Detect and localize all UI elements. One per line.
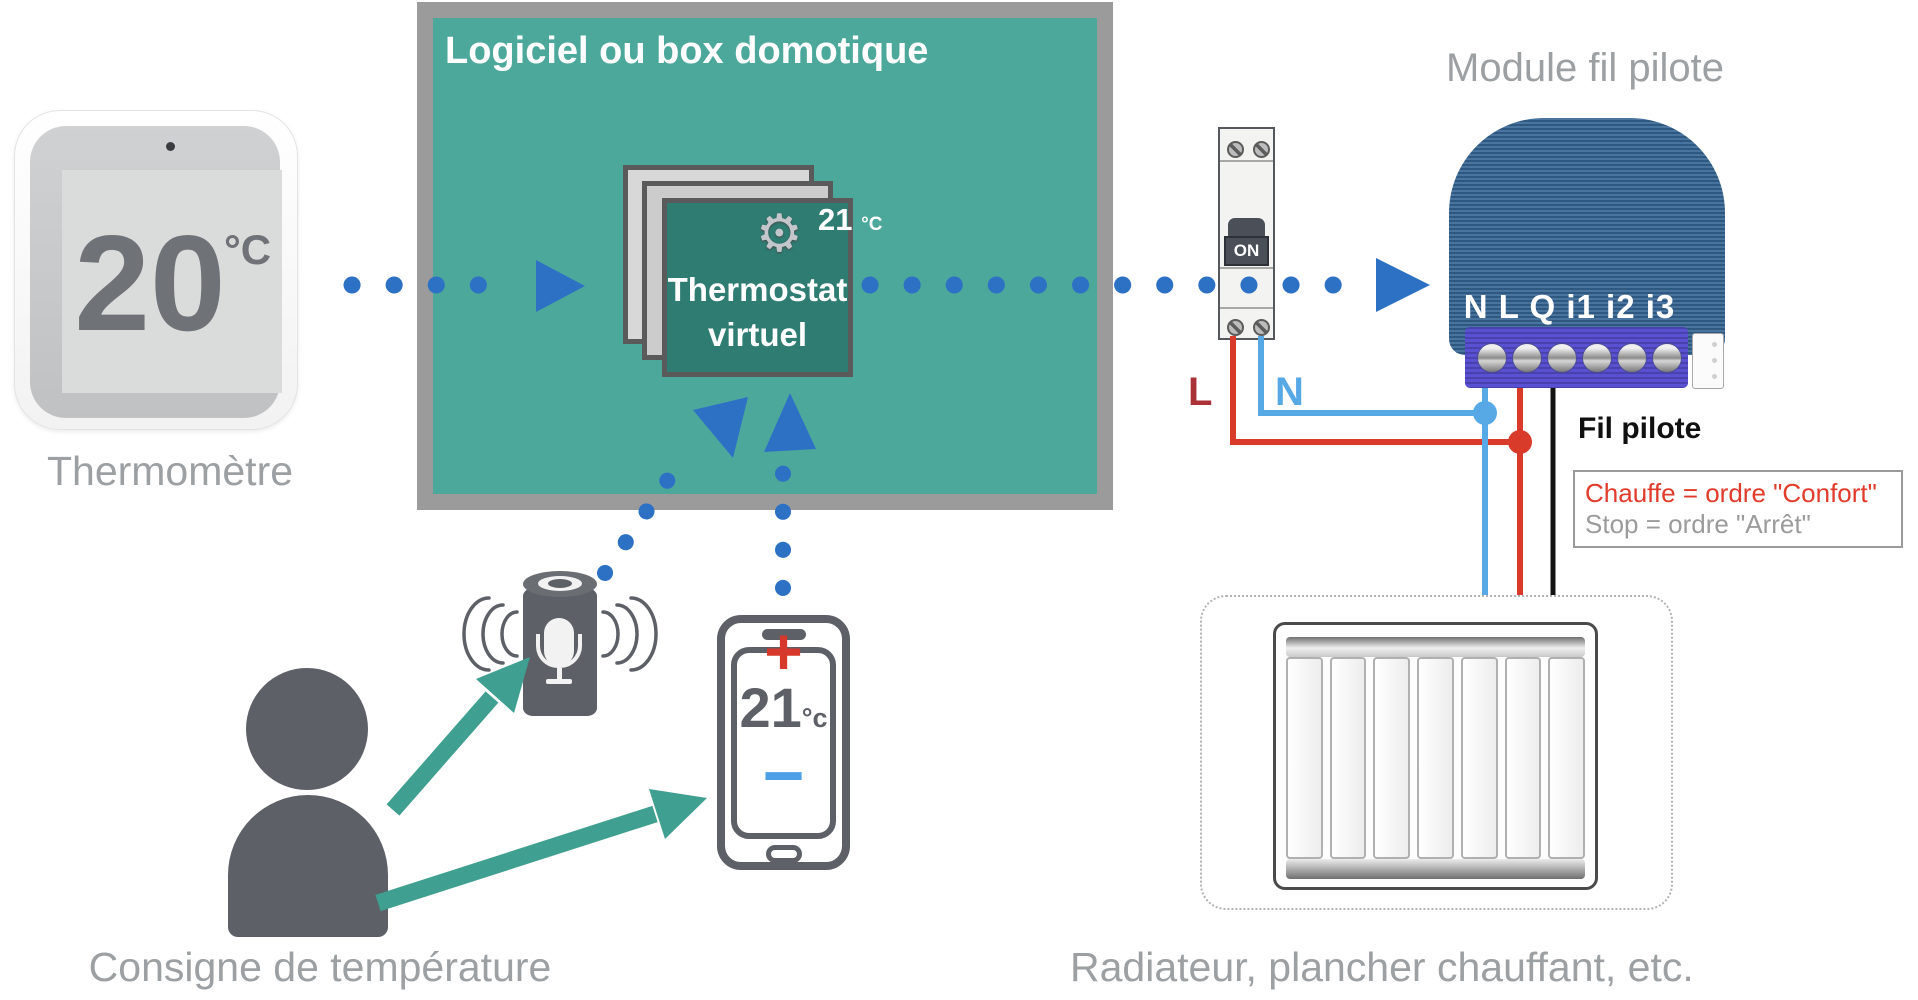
terminal-screw <box>1477 343 1507 373</box>
smartphone-icon: + 21°c − <box>717 614 850 870</box>
thermostat-card <box>662 198 853 377</box>
pilot-wire-label: Fil pilote <box>1578 412 1702 445</box>
note-heat-order: Chauffe = ordre "Confort" <box>1585 478 1877 508</box>
phone-setpoint: 21°c <box>725 675 842 740</box>
terminal-i3: i3 <box>1645 288 1676 325</box>
thermometer-temperature: 20 <box>74 207 226 359</box>
phone-setpoint-unit: °c <box>801 703 828 733</box>
breaker-divider <box>1220 267 1273 269</box>
live-junction-dot <box>1508 430 1532 454</box>
thermostat-setpoint: 21 °C <box>818 202 882 238</box>
radiator-fin <box>1417 657 1454 859</box>
arrow-person-to-speaker <box>386 691 499 816</box>
radiator-fin <box>1548 657 1586 859</box>
terminal-screw <box>1512 343 1542 373</box>
increase-temp-button[interactable]: + <box>764 614 803 688</box>
arrow-person-to-phone <box>375 805 658 912</box>
thermometer-screen <box>62 170 282 393</box>
domotique-box-title: Logiciel ou box domotique <box>445 30 929 72</box>
pilot-orders-note: Chauffe = ordre "Confort" Stop = ordre "… <box>1573 470 1903 548</box>
thermometer-caption: Thermomètre <box>46 448 294 494</box>
terminal-screw <box>1582 343 1612 373</box>
radiator-fin <box>1504 657 1542 859</box>
terminal-i1: i1 <box>1566 288 1596 325</box>
neutral-wire-label: N <box>1275 370 1304 414</box>
radiator-bottom-band <box>1286 859 1585 879</box>
terminal-screw <box>1617 343 1647 373</box>
breaker-screw <box>1227 319 1244 336</box>
module-title: Module fil pilote <box>1446 46 1724 90</box>
radiator-fin <box>1460 657 1498 859</box>
note-stop-order: Stop = ordre "Arrêt" <box>1585 509 1811 539</box>
radiator-fin <box>1329 657 1367 859</box>
phone-earpiece <box>762 629 806 640</box>
microphone-icon-stem <box>557 668 562 680</box>
terminal-n: N <box>1463 288 1489 325</box>
radiator-fin <box>1286 657 1323 859</box>
radiator-top-band <box>1286 637 1585 657</box>
terminal-screw <box>1652 343 1682 373</box>
live-wire-label: L <box>1188 370 1213 414</box>
thermostat-setpoint-value: 21 <box>818 202 853 237</box>
decrease-temp-button[interactable]: − <box>762 736 805 816</box>
terminal-i2: i2 <box>1606 288 1636 325</box>
heater-caption: Radiateur, plancher chauffant, etc. <box>1070 944 1694 990</box>
voice-assistant-hole <box>548 579 572 588</box>
neutral-junction-dot <box>1473 401 1497 425</box>
breaker-screw <box>1227 141 1244 158</box>
terminal-l: L <box>1498 288 1520 325</box>
connector-pin <box>1712 342 1717 347</box>
pilot-wire-module <box>1449 118 1725 355</box>
connector-pin <box>1712 358 1717 363</box>
thermometer-unit: °C <box>224 226 272 273</box>
heater-zone <box>1200 595 1673 910</box>
radiator-fin <box>1373 657 1411 859</box>
microphone-icon-holder <box>536 634 582 668</box>
person-icon <box>246 668 368 790</box>
radiator <box>1273 622 1598 890</box>
terminal-q: Q <box>1529 288 1557 325</box>
module-side-connector <box>1692 333 1724 389</box>
breaker-screw <box>1253 319 1270 336</box>
microphone-icon-base <box>546 679 572 684</box>
thermostat-card-label: Thermostat virtuel <box>667 271 848 353</box>
arrow-person-to-phone-head <box>649 789 707 839</box>
radiator-fins <box>1286 657 1586 859</box>
breaker-on-label: ON <box>1224 236 1269 266</box>
phone-home-button <box>766 845 802 863</box>
thermometer-sensor-dot <box>166 142 175 151</box>
gear-icon: ⚙ <box>756 205 803 263</box>
breaker-screw <box>1253 141 1270 158</box>
circuit-breaker: ON <box>1218 127 1275 340</box>
breaker-divider <box>1220 160 1273 162</box>
breaker-divider <box>1220 307 1273 309</box>
person-icon-body <box>228 795 388 937</box>
terminal-screw <box>1547 343 1577 373</box>
arrow-into-module-icon <box>1376 258 1430 312</box>
setpoint-caption: Consigne de température <box>88 944 552 990</box>
module-terminal-labels: N L Q i1 i2 i3 <box>1462 288 1677 326</box>
phone-setpoint-value: 21 <box>739 676 802 739</box>
connector-pin <box>1712 374 1717 379</box>
phone-screen <box>731 647 836 839</box>
thermostat-setpoint-unit: °C <box>861 214 883 235</box>
arrow-person-to-speaker-head <box>476 657 530 713</box>
